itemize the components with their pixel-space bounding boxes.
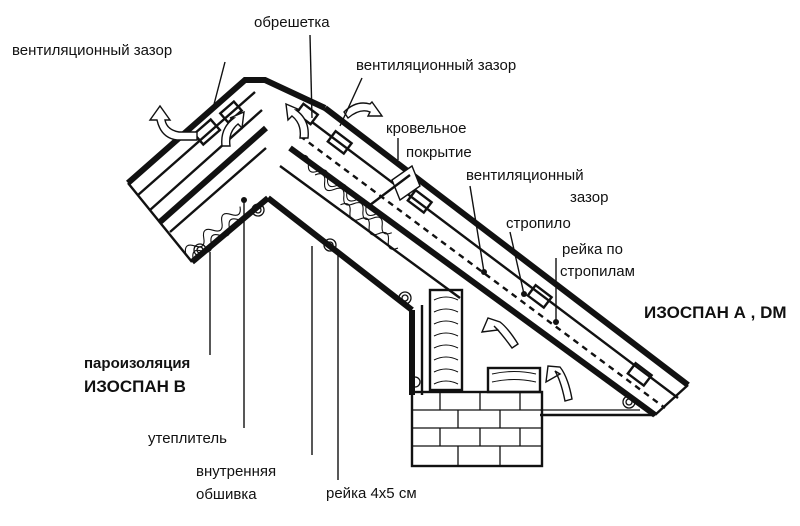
airflow-arrow-ridge-inner-right — [285, 102, 309, 139]
label-izospan-a-dm: ИЗОСПАН А , DM — [644, 303, 787, 322]
vent-line-left-2 — [149, 109, 263, 211]
label-roof-covering-2: покрытие — [406, 144, 472, 161]
airflow-arrow-ridge-inner-left — [221, 110, 245, 147]
label-rafter-batten-2: стропилам — [560, 263, 635, 280]
left-slope — [126, 77, 327, 265]
label-batten-4x5: рейка 4х5 см — [326, 485, 417, 502]
roll-right-1 — [323, 238, 337, 252]
leader-vent-gap-top — [339, 77, 363, 127]
roof-covering-right — [323, 105, 690, 388]
label-vent-gap-top: вентиляционный зазор — [356, 57, 516, 74]
label-vapor-barrier-2: ИЗОСПАН В — [84, 377, 186, 396]
airflow-arrow-eave — [545, 365, 573, 402]
right-slope — [266, 102, 690, 418]
roll-left-1 — [193, 243, 207, 257]
vapor-barrier-right — [266, 195, 414, 313]
label-inner-lining-1: внутренняя — [196, 463, 276, 480]
batten-block-right-2 — [326, 129, 354, 156]
roll-right-2 — [398, 291, 412, 305]
left-end-cap — [127, 182, 193, 263]
vent-line-left-1 — [137, 91, 256, 196]
brick-wall — [410, 390, 544, 468]
leader-vent-gap-right — [469, 185, 485, 273]
label-vent-gap-right-1: вентиляционный — [466, 167, 584, 184]
insulation-hatch-right — [298, 154, 376, 217]
airflow-arrow-ridge-left — [148, 104, 198, 141]
leader-battens — [309, 34, 313, 119]
airflow-arrow-ridge-right — [343, 100, 384, 120]
label-rafter-batten-1: рейка по — [562, 241, 623, 258]
leader-vent-gap-left — [211, 61, 226, 113]
label-vapor-barrier-1: пароизоляция — [84, 355, 190, 372]
membrane-left — [158, 125, 268, 225]
label-roof-covering-1: кровельное — [386, 120, 466, 137]
label-insulation: утеплитель — [148, 430, 227, 447]
airflow-arrows — [148, 100, 573, 402]
right-eave-end — [654, 384, 689, 416]
leader-rafter — [509, 231, 525, 295]
insulation-hatch-left — [184, 206, 241, 254]
rafter-cut — [391, 164, 421, 202]
batten-block-right-4 — [526, 283, 554, 310]
batten-block-right-5 — [626, 361, 654, 388]
label-rafter: стропило — [506, 215, 571, 232]
roll-left-2 — [251, 203, 265, 217]
batten-block-left-1 — [192, 117, 222, 147]
roll-right-3 — [622, 395, 636, 409]
membrane-right-dashed — [299, 135, 666, 409]
roll-wall — [409, 376, 421, 388]
leader-lines — [209, 34, 559, 480]
labels: вентиляционный зазор обрешетка вентиляци… — [12, 14, 787, 503]
vent-line-right-1 — [311, 121, 679, 399]
wall-insulation — [428, 288, 464, 392]
batten-block-right-3 — [406, 188, 434, 215]
label-inner-lining-2: обшивка — [196, 486, 257, 503]
rafter-post — [369, 164, 421, 206]
membrane-right — [288, 145, 657, 418]
label-battens: обрешетка — [254, 14, 330, 31]
label-vent-gap-right-2: зазор — [570, 189, 608, 206]
insulation-top-left — [169, 147, 267, 233]
label-vent-gap-left: вентиляционный зазор — [12, 42, 172, 59]
wall-section — [409, 288, 544, 468]
airflow-arrow-attic-1 — [480, 317, 519, 349]
